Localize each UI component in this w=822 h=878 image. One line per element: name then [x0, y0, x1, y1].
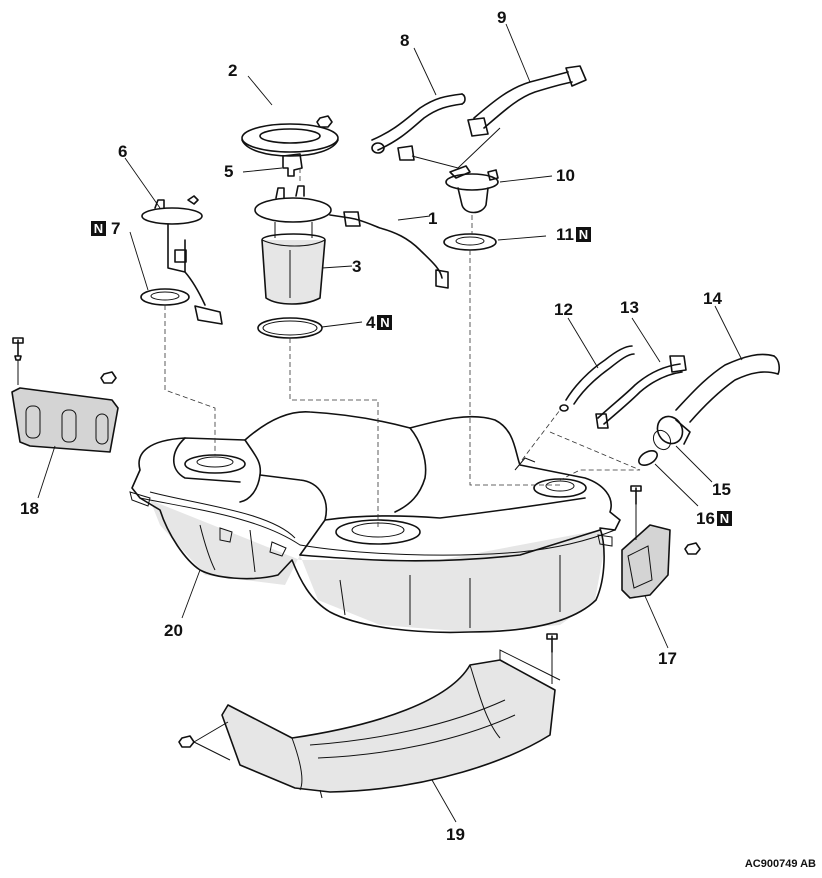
- filler-hoses-drawing: [521, 345, 780, 481]
- callout-18: 18: [20, 499, 39, 518]
- callout-14: 14: [703, 289, 722, 308]
- callout-leader-lines: [37, 23, 743, 823]
- new-part-mark: N: [377, 315, 393, 330]
- callout-17: 17: [658, 649, 677, 668]
- callout-1: 1: [428, 209, 438, 228]
- callout-6: 6: [118, 142, 128, 161]
- new-part-mark: N: [716, 511, 732, 526]
- tank-protector-bottom-drawing: [178, 633, 561, 799]
- tank-protector-left-drawing: [11, 337, 119, 453]
- callout-8: 8: [400, 31, 410, 50]
- callout-15: 15: [712, 480, 731, 499]
- figure-reference-code: AC900749 AB: [744, 858, 816, 870]
- callout-9: 9: [497, 8, 507, 27]
- fuel-tank-drawing: [129, 411, 621, 634]
- vent-hoses-drawing: [371, 65, 587, 486]
- tank-protector-right-drawing: [621, 485, 701, 599]
- fuel-pump-drawing: [241, 115, 449, 528]
- callout-5: 5: [224, 162, 234, 181]
- sender-unit-drawing: [140, 195, 223, 456]
- new-part-mark: N: [91, 221, 106, 236]
- callout-3: 3: [352, 257, 362, 276]
- new-part-mark: N: [575, 227, 591, 242]
- callout-12: 12: [554, 300, 573, 319]
- callout-13: 13: [620, 298, 639, 317]
- callout-10: 10: [556, 166, 575, 185]
- callout-19: 19: [446, 825, 465, 844]
- callout-20: 20: [164, 621, 183, 640]
- callout-2: 2: [228, 61, 238, 80]
